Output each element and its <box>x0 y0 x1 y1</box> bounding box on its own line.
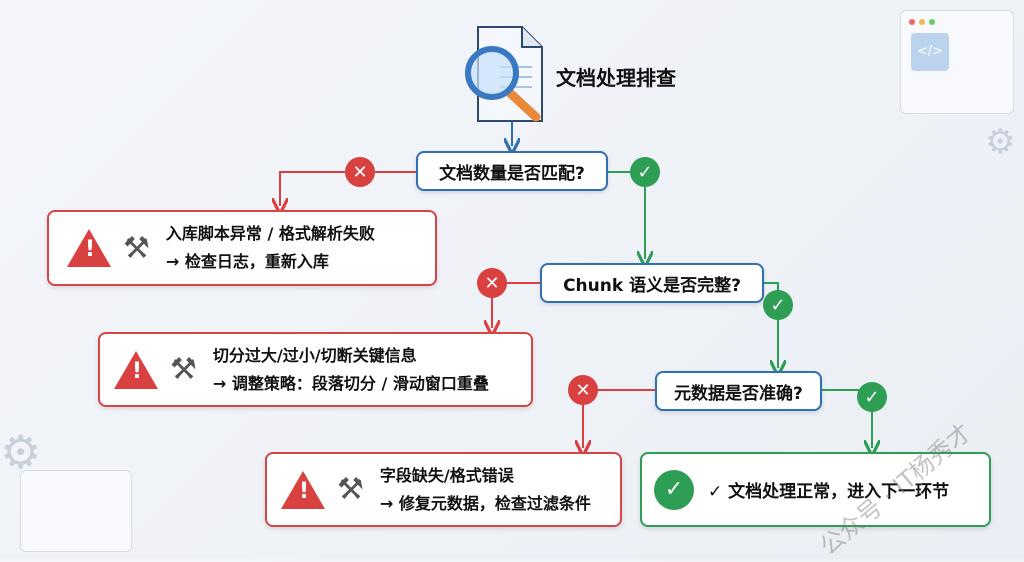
code-window-decoration: </> <box>900 10 1014 114</box>
fail-icon: ✕ <box>345 157 375 187</box>
document-search-icon <box>465 26 543 122</box>
error-box-metadata: ! ⚒ 字段缺失/格式错误 → 修复元数据，检查过滤条件 <box>265 452 622 527</box>
success-check-icon: ✓ <box>654 469 694 510</box>
question-chunk-semantics: Chunk 语义是否完整? <box>540 263 764 303</box>
error-cause: 入库脚本异常 / 格式解析失败 <box>165 224 375 243</box>
question-metadata: 元数据是否准确? <box>655 371 822 411</box>
warning-icon: ! <box>281 470 325 509</box>
tools-icon: ⚒ <box>170 352 197 387</box>
gear-icon: ⚙ <box>985 122 1016 162</box>
warning-icon: ! <box>67 229 111 267</box>
diagram-title: 文档处理排查 <box>556 66 676 90</box>
pass-icon: ✓ <box>857 382 887 412</box>
error-action: → 检查日志，重新入库 <box>165 252 329 271</box>
pass-icon: ✓ <box>630 157 660 187</box>
error-box-chunk: ! ⚒ 切分过大/过小/切断关键信息 → 调整策略：段落切分 / 滑动窗口重叠 <box>98 332 533 407</box>
error-cause: 字段缺失/格式错误 <box>379 465 514 485</box>
fail-icon: ✕ <box>477 268 507 298</box>
error-action: → 修复元数据，检查过滤条件 <box>379 493 591 513</box>
success-box: ✓ ✓ 文档处理正常，进入下一环节 <box>640 452 991 527</box>
pass-icon: ✓ <box>763 290 793 320</box>
window-decoration <box>20 470 132 552</box>
question-document-count: 文档数量是否匹配? <box>416 151 608 191</box>
tools-icon: ⚒ <box>337 472 364 507</box>
warning-icon: ! <box>114 350 158 389</box>
tools-icon: ⚒ <box>123 230 150 266</box>
gear-icon: ⚙ <box>0 425 42 479</box>
error-box-document-count: ! ⚒ 入库脚本异常 / 格式解析失败 → 检查日志，重新入库 <box>47 210 437 286</box>
success-text: ✓ 文档处理正常，进入下一环节 <box>708 482 950 502</box>
fail-icon: ✕ <box>568 375 598 405</box>
error-cause: 切分过大/过小/切断关键信息 <box>212 345 417 365</box>
error-action: → 调整策略：段落切分 / 滑动窗口重叠 <box>212 373 489 393</box>
